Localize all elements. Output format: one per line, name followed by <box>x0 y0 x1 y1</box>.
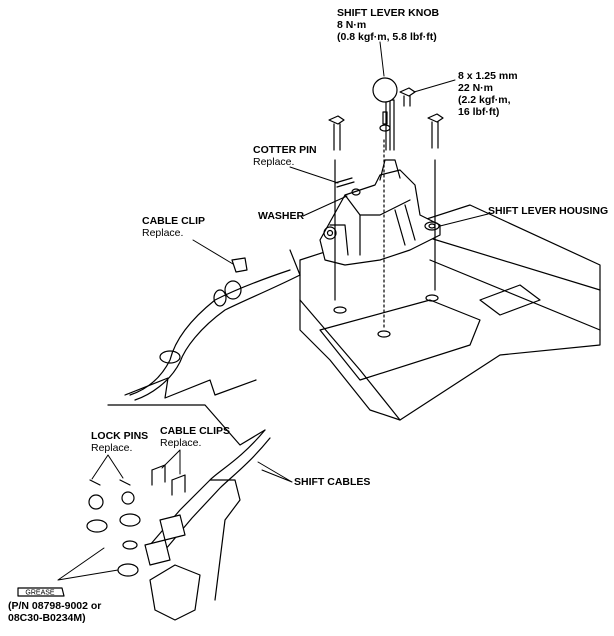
cable-clips-callout: CABLE CLIPS Replace. <box>160 425 230 449</box>
housing-callout: SHIFT LEVER HOUSING <box>488 205 608 217</box>
knob-torque: 8 N·m <box>337 19 367 31</box>
lock-pins <box>86 479 141 577</box>
knob-title: SHIFT LEVER KNOB <box>337 7 440 19</box>
lock-pins-note: Replace. <box>91 442 133 454</box>
cotter-pin-title: COTTER PIN <box>253 144 317 156</box>
grease-tag: GREASE <box>17 587 65 597</box>
bolt-callout: 8 x 1.25 mm 22 N·m (2.2 kgf·m, 16 lbf·ft… <box>458 70 518 118</box>
knob-callout: SHIFT LEVER KNOB 8 N·m (0.8 kgf·m, 5.8 l… <box>337 7 439 43</box>
knob-torque-alt: (0.8 kgf·m, 5.8 lbf·ft) <box>337 31 437 43</box>
cotter-pin-note: Replace. <box>253 156 295 168</box>
cotter-pin <box>334 177 361 196</box>
shift-lever-knob <box>372 77 398 132</box>
cable-clips-title: CABLE CLIPS <box>160 425 231 437</box>
cable-clip-callout: CABLE CLIP Replace. <box>142 215 205 239</box>
grease-pn-line2: 08C30-B0234M) <box>8 612 86 624</box>
cable-clips-note: Replace. <box>160 437 202 449</box>
upper-shift-cables <box>129 249 301 401</box>
housing-title: SHIFT LEVER HOUSING <box>488 205 609 217</box>
shift-lever-housing <box>319 97 441 266</box>
section-break-lines <box>107 377 266 446</box>
cable-clip-title: CABLE CLIP <box>142 215 205 227</box>
bolt-size: 8 x 1.25 mm <box>458 70 518 82</box>
grease-tag-text: GREASE <box>25 590 55 597</box>
washer-title: WASHER <box>258 210 305 222</box>
shift-cables-callout: SHIFT CABLES <box>294 476 370 488</box>
cotter-pin-callout: COTTER PIN Replace. <box>253 144 317 168</box>
bolt-torque-alt2: 16 lbf·ft) <box>458 106 500 118</box>
shift-cables-title: SHIFT CABLES <box>294 476 371 488</box>
grease-part-number: (P/N 08798-9002 or 08C30-B0234M) <box>8 600 101 624</box>
cable-clip-note: Replace. <box>142 227 184 239</box>
leader-lines <box>57 41 489 581</box>
bolt-torque-alt1: (2.2 kgf·m, <box>458 94 511 106</box>
bolt-torque: 22 N·m <box>458 82 494 94</box>
lock-pins-callout: LOCK PINS Replace. <box>91 430 148 454</box>
lock-pins-title: LOCK PINS <box>91 430 149 442</box>
washer-callout: WASHER <box>258 210 304 222</box>
lower-shift-cables <box>144 429 271 621</box>
grease-pn-line1: (P/N 08798-9002 or <box>8 600 102 612</box>
